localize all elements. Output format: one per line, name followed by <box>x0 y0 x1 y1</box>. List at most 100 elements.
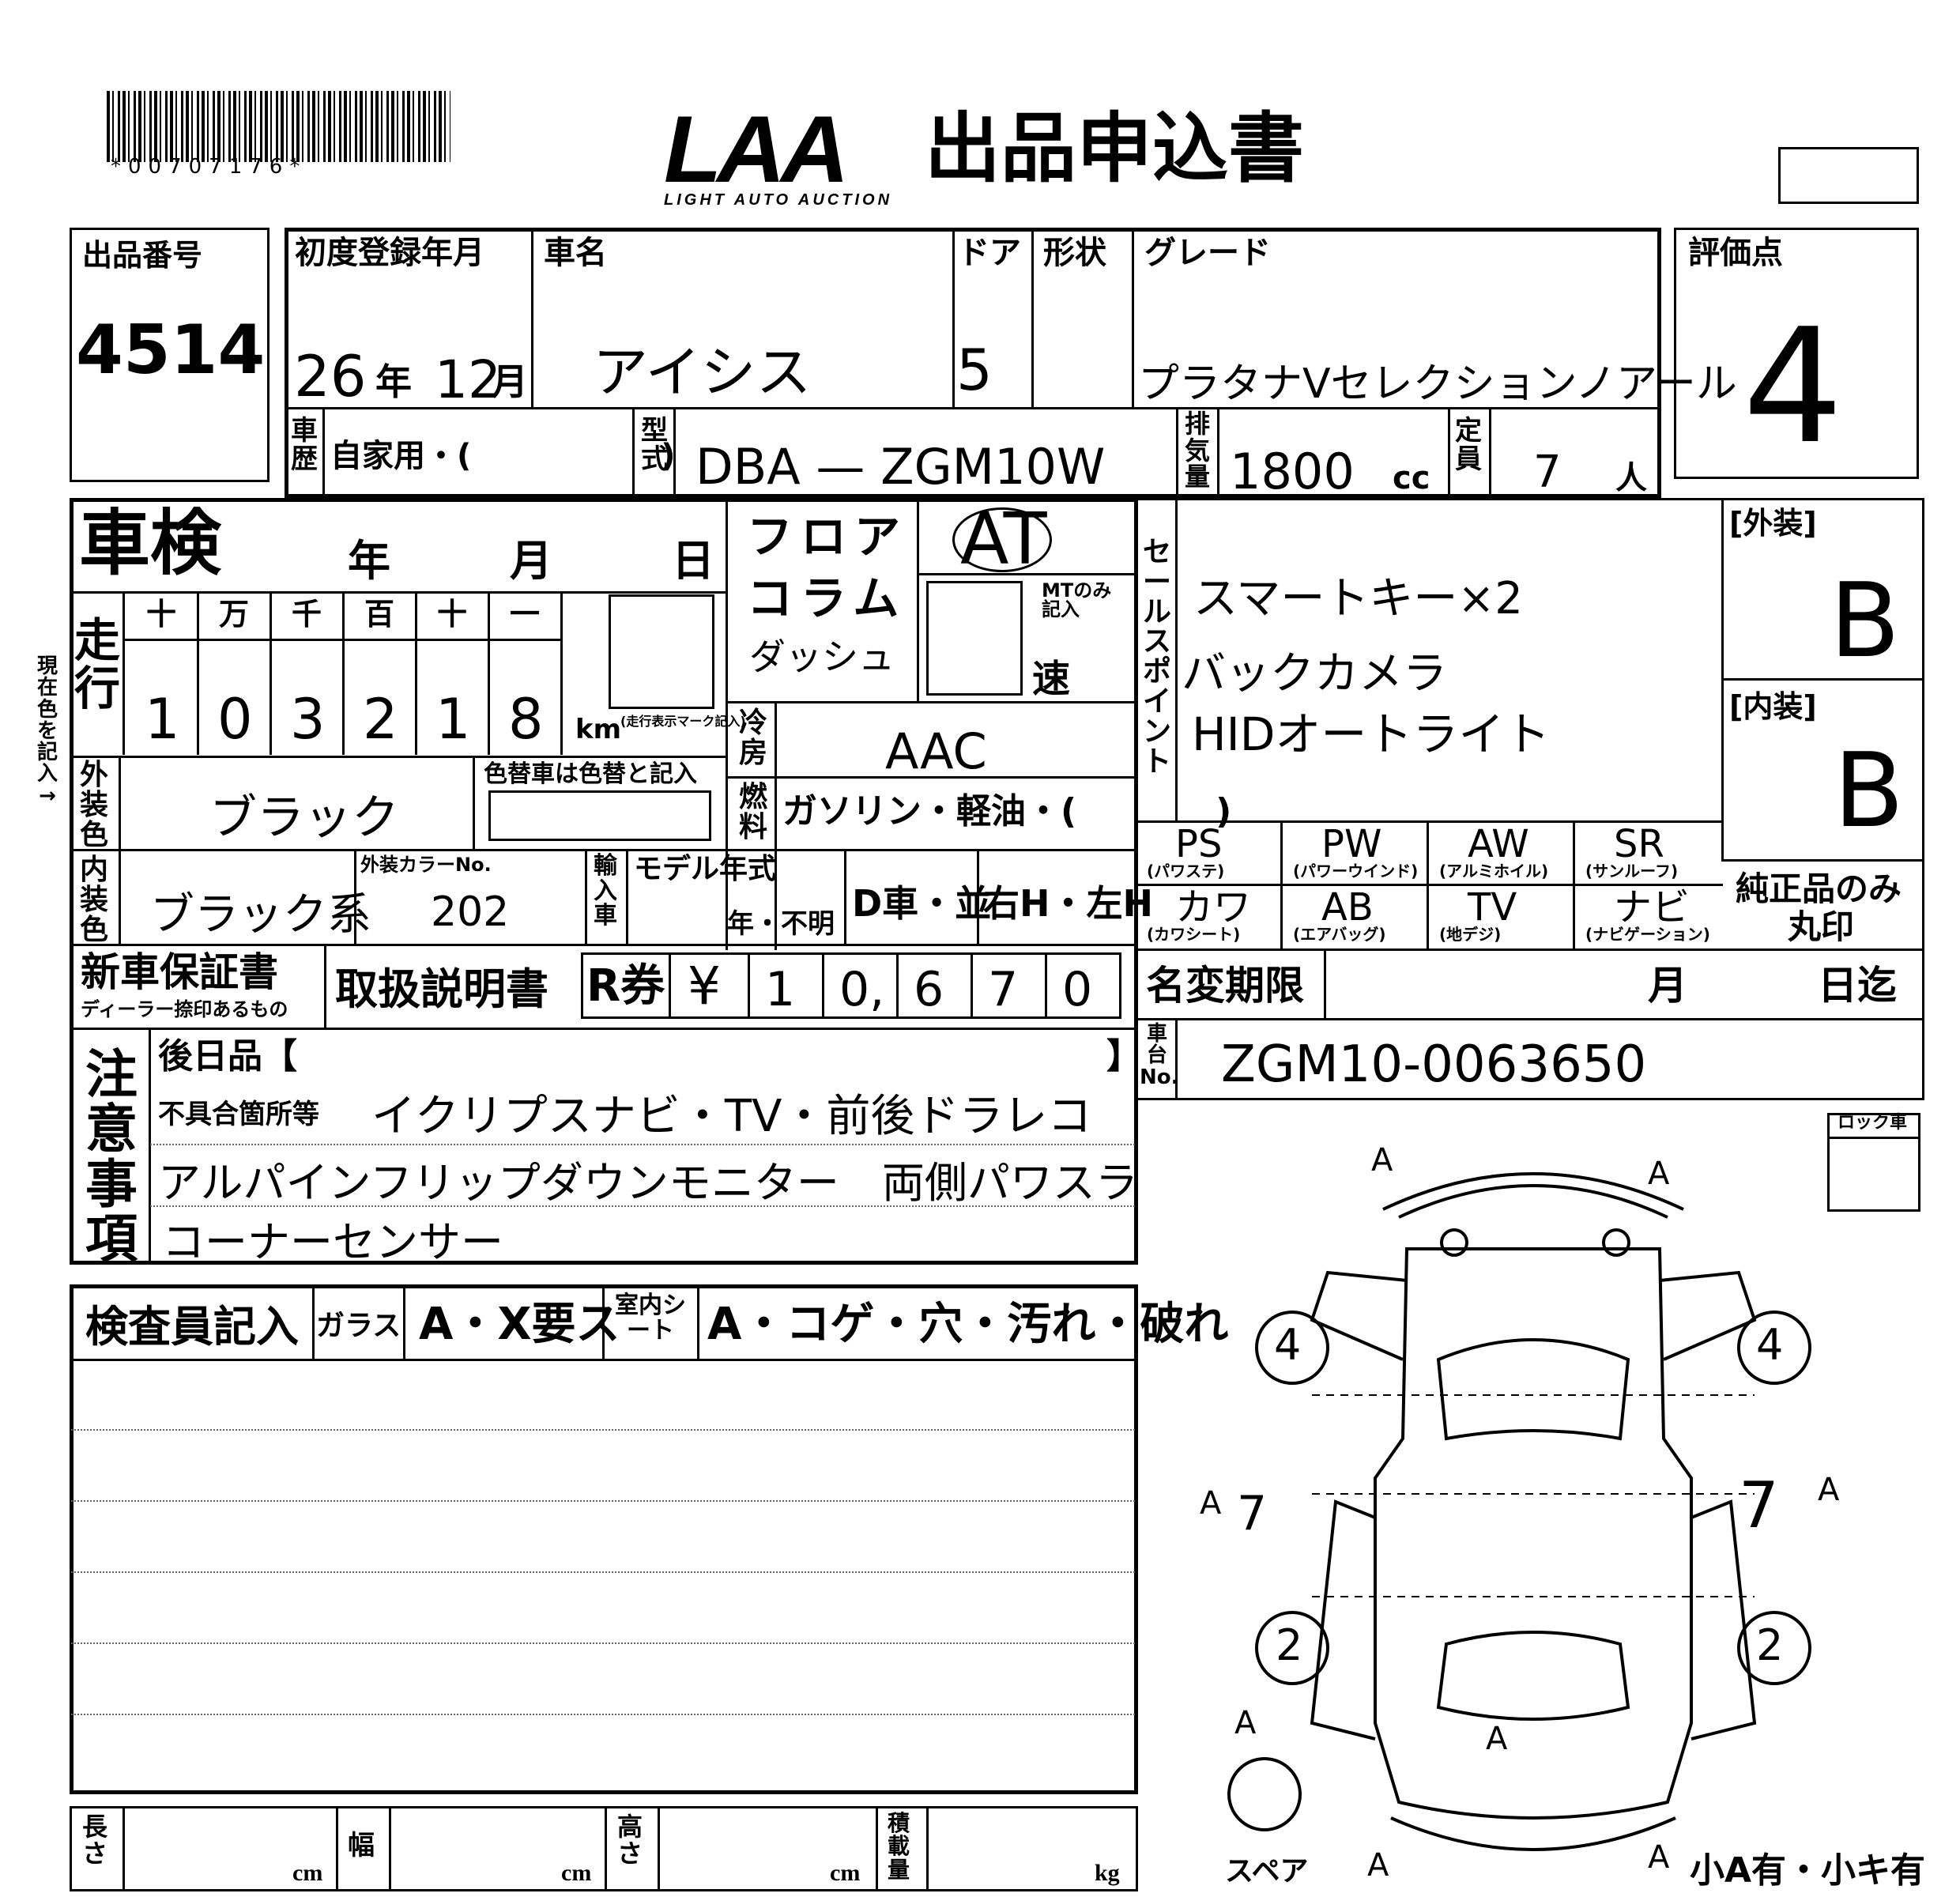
model-year-label: モデル年式 <box>634 853 777 885</box>
history-value: 自家用・( ) <box>330 438 676 474</box>
mileage-digit-2: 3 <box>290 687 326 752</box>
option-name-0: (パワステ) <box>1147 862 1225 881</box>
option-code-5: AB <box>1321 885 1374 930</box>
ac-value: AAC <box>885 722 987 780</box>
grade-value: プラタナVセレクションノアール <box>1138 360 1737 408</box>
sales-item-1: スマートキー×2 <box>1193 573 1523 624</box>
sales-label: セールスポイント <box>1142 536 1171 778</box>
genuine-line-2: 丸印 <box>1788 907 1855 946</box>
mark-a-8: A <box>1648 1839 1670 1876</box>
mileage-digit-1: 0 <box>217 687 253 752</box>
capacity-value: 7 <box>1533 447 1562 498</box>
dims-width-unit: cm <box>561 1860 592 1886</box>
option-code-3: SR <box>1614 822 1664 866</box>
car-name-value: アイシス <box>593 340 812 405</box>
mileage-digit-3: 2 <box>363 687 398 752</box>
capacity-unit: 人 <box>1615 460 1647 496</box>
option-code-6: TV <box>1468 885 1517 930</box>
option-name-6: (地デジ) <box>1439 925 1502 944</box>
barcode-text: *00707176* <box>111 155 307 179</box>
repaint-label: 色替車は色替と記入 <box>484 760 697 788</box>
car-name-label: 車名 <box>544 235 607 271</box>
dims-height-unit: cm <box>830 1860 861 1886</box>
recycle-yen: ¥ <box>688 956 721 1016</box>
listing-box <box>70 228 270 482</box>
dims-load: 積載量 <box>887 1810 910 1883</box>
ext-color-label: 外装色 <box>79 759 108 851</box>
seat-options: A・コゲ・穴・汚れ・破れ <box>707 1299 1229 1350</box>
int-color-label: 内装色 <box>79 854 108 946</box>
dims-block <box>70 1806 1138 1891</box>
sales-item-3: HIDオートライト <box>1192 707 1551 761</box>
first-reg-label: 初度登録年月 <box>295 235 484 271</box>
warranty-label: 新車保証書 <box>81 949 278 995</box>
recycle-box <box>581 952 1121 1019</box>
shape-label: 形状 <box>1043 235 1106 271</box>
notes-label: 注意事項 <box>85 1044 138 1269</box>
option-name-3: (サンルーフ) <box>1585 862 1679 881</box>
recycle-digit-1: 0, <box>839 962 885 1017</box>
capacity-label: 定員 <box>1455 415 1482 475</box>
stamp-box <box>1778 147 1919 204</box>
dims-height: 高さ <box>616 1812 643 1869</box>
recycle-digit-2: 6 <box>914 962 944 1017</box>
fuel-options: ガソリン・軽油・( ) <box>782 791 1232 832</box>
recycle-label: R券 <box>586 960 665 1012</box>
dims-width: 幅 <box>348 1830 375 1861</box>
shift-speed: 速 <box>1032 657 1071 701</box>
option-code-4: カワ <box>1175 885 1252 930</box>
color-now-label: 現在色を記入→ <box>36 654 58 808</box>
option-name-1: (パワーウインド) <box>1293 862 1419 881</box>
mileage-mark-box <box>609 594 714 709</box>
interior-grade-label: [内装] <box>1729 689 1817 724</box>
dims-load-unit: kg <box>1095 1860 1120 1886</box>
mark-a-3: A <box>1200 1485 1222 1522</box>
ac-label: 冷房 <box>738 707 767 769</box>
option-name-7: (ナビゲーション) <box>1585 925 1710 944</box>
mt-box <box>926 581 1023 696</box>
tire-rl: 2 <box>1276 1620 1303 1670</box>
import-label: 輸入車 <box>594 852 617 930</box>
model-label: 型式 <box>641 415 668 475</box>
ext-color-value: ブラック <box>209 790 399 846</box>
option-name-2: (アルミホイル) <box>1439 862 1549 881</box>
shaken-month: 月 <box>510 536 552 586</box>
mileage-note: (走行表示マーク記入) <box>620 714 746 729</box>
name-change-month: 月 <box>1648 963 1687 1009</box>
brand-logo: LAA <box>664 96 850 202</box>
fuel-label: 燃料 <box>738 781 767 843</box>
tire-fr: 4 <box>1756 1320 1784 1370</box>
first-reg-year: 26 <box>294 343 367 409</box>
door-value: 5 <box>956 337 993 403</box>
recycle-digit-0: 1 <box>765 962 796 1017</box>
spare-label: スペア <box>1225 1855 1309 1888</box>
score-box <box>1674 228 1919 479</box>
defect-label: 不具合箇所等 <box>158 1099 319 1130</box>
shift-column: コラム <box>747 571 907 625</box>
chassis-value: ZGM10-0063650 <box>1221 1035 1647 1094</box>
manual-label: 取扱説明書 <box>335 964 548 1014</box>
grade-label: グレード <box>1144 235 1271 271</box>
barcode <box>107 91 450 162</box>
int-color-value: ブラック系 <box>150 889 371 941</box>
shift-floor: フロア <box>747 510 909 564</box>
mileage-unit-0: 十 <box>146 597 177 632</box>
repaint-box <box>488 790 711 841</box>
mileage-unit-3: 百 <box>364 597 395 632</box>
shaken-year: 年 <box>348 536 390 586</box>
note-line-3: コーナーセンサー <box>162 1217 503 1267</box>
name-change-label: 名変期限 <box>1146 963 1304 1009</box>
inspector-label: 検査員記入 <box>85 1302 299 1352</box>
option-code-2: AW <box>1468 822 1529 866</box>
option-code-1: PW <box>1321 822 1382 866</box>
mileage-unit: km <box>575 714 622 745</box>
dims-length-unit: cm <box>292 1860 323 1886</box>
shaken-day: 日 <box>672 536 714 586</box>
option-code-0: PS <box>1175 822 1223 866</box>
tire-fl: 4 <box>1274 1320 1302 1370</box>
displacement-unit: cc <box>1393 460 1430 496</box>
mileage-unit-1: 万 <box>219 597 250 632</box>
later-label: 後日品【 <box>158 1036 297 1077</box>
mileage-unit-5: 一 <box>510 597 541 632</box>
door-label: ドア <box>958 235 1021 271</box>
